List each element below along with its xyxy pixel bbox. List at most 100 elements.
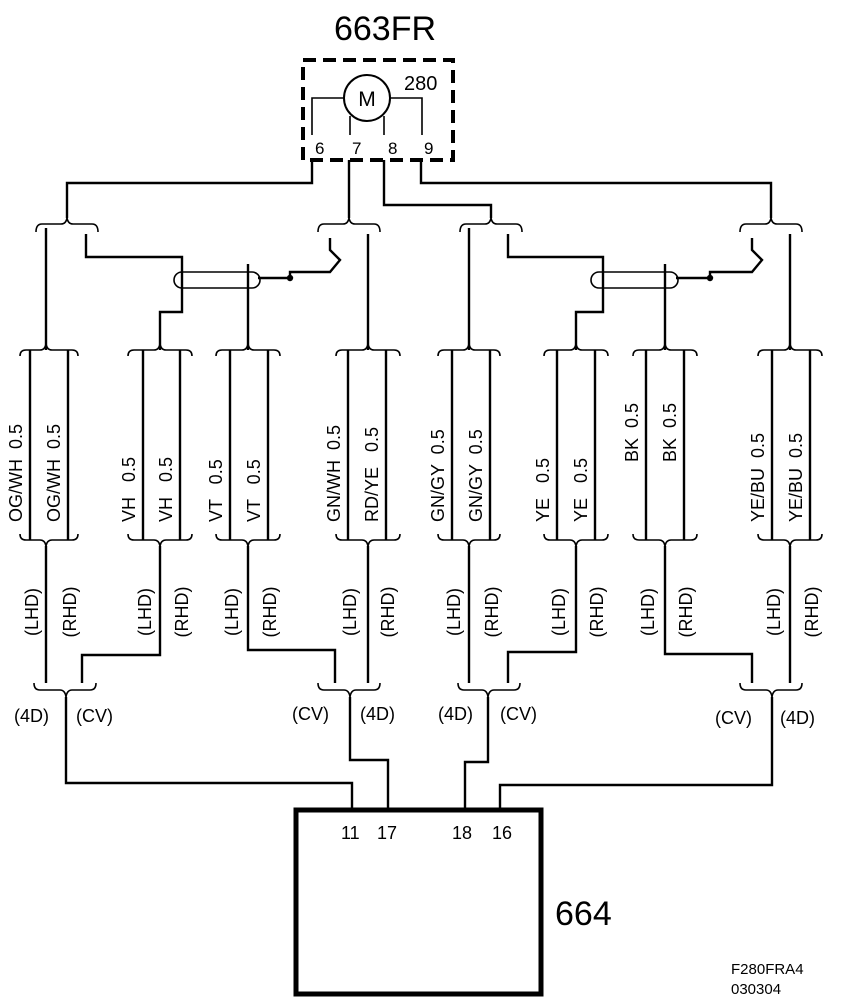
variant-brace-b — [317, 682, 381, 698]
wire-lower-vt — [246, 546, 337, 683]
pair-brace-top-8 — [757, 343, 823, 357]
wire-label-yebu-lhd: YE/BU 0.5 — [748, 433, 768, 522]
wire-label-bk-lhd: BK 0.5 — [622, 403, 642, 462]
tag-lhd-6: (LHD) — [549, 588, 569, 636]
wire-to-pin-17 — [348, 697, 390, 810]
pair-brace-top-7 — [632, 343, 698, 357]
pair-brace-bottom-1 — [19, 533, 79, 547]
variant-label-c-right: (CV) — [500, 704, 537, 724]
variant-label-d-right: (4D) — [780, 708, 815, 728]
wire-label-gnwh-lhd: GN/WH 0.5 — [324, 425, 344, 522]
variant-label-b-right: (4D) — [360, 704, 395, 724]
wire-label-ye-rhd: YE 0.5 — [571, 458, 591, 522]
figure-code: F280FRA4 — [731, 961, 804, 978]
pin-label-18: 18 — [452, 823, 472, 843]
wire-label-yebu-rhd: YE/BU 0.5 — [786, 433, 806, 522]
pair-brace-top-5 — [437, 343, 501, 357]
pair-brace-top-1 — [19, 343, 79, 357]
wire-pin-9 — [419, 160, 773, 218]
option-brace-2 — [317, 217, 381, 233]
pin-label-17: 17 — [377, 823, 397, 843]
wire-label-vh-rhd: VH 0.5 — [156, 457, 176, 522]
motor-lead-9 — [390, 97, 423, 135]
pair-brace-bottom-3 — [215, 533, 281, 547]
tag-rhd-7: (RHD) — [676, 587, 696, 638]
wire-branch-gnwh — [288, 238, 342, 278]
tag-lhd-7: (LHD) — [638, 588, 658, 636]
variant-label-b-left: (CV) — [292, 704, 329, 724]
component-663fr-box — [301, 58, 455, 162]
variant-brace-a — [33, 682, 97, 698]
shield-ground-dot-1 — [286, 274, 294, 282]
motor-symbol: M — [358, 88, 376, 111]
wire-to-pin-18 — [463, 697, 490, 810]
figure-date: 030304 — [731, 981, 781, 998]
pin-label-11: 11 — [341, 823, 360, 843]
wire-branch-vh — [84, 234, 184, 350]
shield-symbol-2 — [590, 271, 679, 289]
variant-label-a-left: (4D) — [14, 706, 49, 726]
tag-lhd-1: (LHD) — [22, 588, 42, 636]
pair-brace-bottom-6 — [543, 533, 609, 547]
pair-brace-bottom-8 — [757, 533, 823, 547]
wire-pin-8 — [382, 160, 493, 218]
wire-label-gngy-rhd: GN/GY 0.5 — [466, 429, 486, 522]
wire-to-pin-11 — [64, 697, 354, 810]
wire-to-pin-16 — [498, 697, 774, 810]
wire-label-gngy-lhd: GN/GY 0.5 — [428, 429, 448, 522]
wire-lower-ye — [506, 546, 578, 683]
tag-rhd-1: (RHD) — [60, 587, 80, 638]
wire-label-bk-rhd: BK 0.5 — [660, 403, 680, 462]
pin-label-9: 9 — [424, 139, 433, 158]
wire-label-vt-lhd: VT 0.5 — [206, 459, 226, 522]
option-brace-4 — [739, 217, 803, 233]
tag-lhd-5: (LHD) — [444, 588, 464, 636]
wire-label-ye-lhd: YE 0.5 — [533, 458, 553, 522]
wire-pin-6 — [65, 160, 314, 218]
tag-rhd-2: (RHD) — [172, 587, 192, 638]
tag-rhd-3: (RHD) — [260, 587, 280, 638]
wire-lower-bk — [663, 546, 754, 683]
option-brace-3 — [459, 217, 523, 233]
pin-label-8: 8 — [388, 139, 397, 158]
pair-brace-bottom-2 — [127, 533, 193, 547]
tag-lhd-3: (LHD) — [222, 588, 242, 636]
tag-rhd-8: (RHD) — [802, 587, 822, 638]
tag-rhd-5: (RHD) — [482, 587, 502, 638]
variant-label-a-right: (CV) — [76, 706, 113, 726]
pair-brace-top-2 — [127, 343, 193, 357]
tag-rhd-6: (RHD) — [587, 587, 607, 638]
component-663fr-code: 280 — [404, 73, 437, 95]
tag-lhd-8: (LHD) — [764, 588, 784, 636]
variant-label-d-left: (CV) — [715, 708, 752, 728]
pin-label-6: 6 — [315, 139, 324, 158]
pin-label-7: 7 — [352, 139, 361, 158]
wire-branch-ye — [506, 234, 605, 350]
component-664-title: 664 — [555, 895, 612, 933]
wire-label-vh-lhd: VH 0.5 — [119, 457, 139, 522]
wire-lower-vh — [80, 546, 162, 683]
variant-brace-d — [739, 682, 803, 698]
wire-label-ogwh-rhd: OG/WH 0.5 — [44, 424, 64, 522]
shield-symbol-1 — [173, 271, 261, 289]
pair-brace-top-4 — [335, 343, 401, 357]
variant-brace-c — [457, 682, 521, 698]
pair-brace-top-3 — [215, 343, 281, 357]
motor-lead-6 — [311, 97, 344, 135]
wire-branch-yebu-lhd — [708, 238, 764, 278]
pair-brace-bottom-4 — [335, 533, 401, 547]
component-663fr-title: 663FR — [334, 10, 436, 48]
shield-ground-dot-2 — [706, 274, 714, 282]
pair-brace-bottom-7 — [632, 533, 698, 547]
tag-rhd-4: (RHD) — [378, 587, 398, 638]
component-664-box — [293, 807, 544, 997]
variant-label-c-left: (4D) — [438, 704, 473, 724]
pair-brace-top-6 — [543, 343, 609, 357]
option-brace-1 — [35, 217, 99, 233]
tag-lhd-2: (LHD) — [135, 588, 155, 636]
wire-label-vt-rhd: VT 0.5 — [244, 459, 264, 522]
pin-label-16: 16 — [492, 823, 512, 843]
wire-label-rdye-rhd: RD/YE 0.5 — [362, 427, 382, 522]
wire-label-ogwh-lhd: OG/WH 0.5 — [6, 424, 26, 522]
